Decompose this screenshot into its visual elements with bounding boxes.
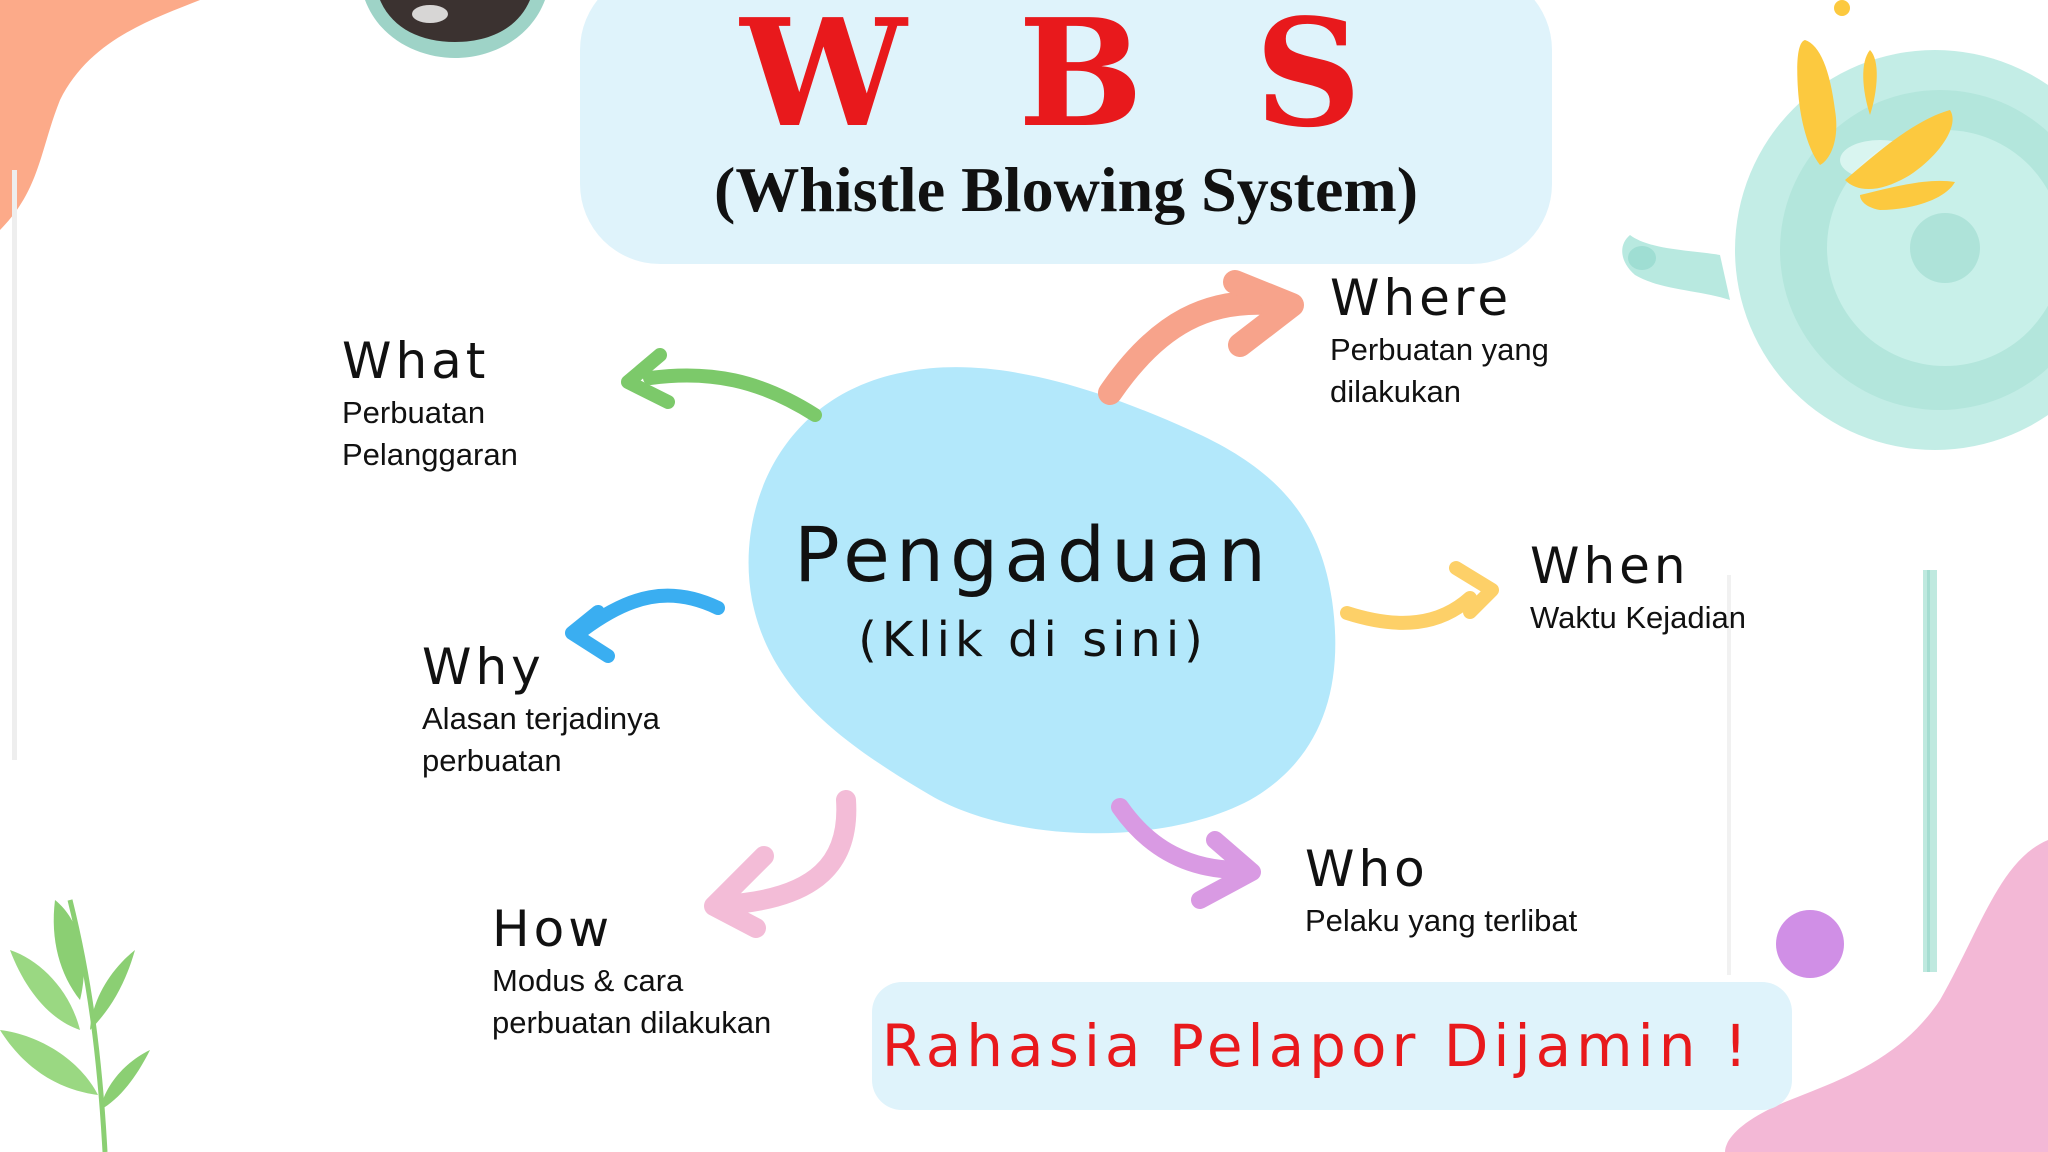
node-what-desc: Perbuatan Pelanggaran	[342, 395, 518, 472]
node-why: Why Alasan terjadinya perbuatan	[422, 636, 660, 782]
center-label[interactable]: Pengaduan (Klik di sini)	[748, 505, 1318, 675]
arrow-when	[1340, 561, 1499, 630]
purple-dot-decoration	[1776, 910, 1844, 978]
page-title: W B S	[740, 0, 1392, 160]
node-when: When Waktu Kejadian	[1530, 535, 1746, 639]
title-box	[580, 0, 1552, 264]
node-who-desc: Pelaku yang terlibat	[1305, 903, 1578, 938]
footer-box	[872, 982, 1792, 1110]
center-subtitle: (Klik di sini)	[858, 612, 1208, 668]
yellow-splash-decoration	[1797, 0, 1955, 210]
arrow-why	[565, 588, 725, 663]
node-where-label: Where	[1330, 269, 1513, 327]
node-where: Where Perbuatan yang dilakukan	[1330, 267, 1549, 413]
node-why-label: Why	[422, 638, 545, 696]
left-line-decoration	[12, 170, 17, 760]
node-how-desc: Modus & cara perbuatan dilakukan	[492, 963, 772, 1040]
pink-blob-decoration	[1725, 840, 2048, 1152]
node-when-desc: Waktu Kejadian	[1530, 600, 1746, 635]
node-when-label: When	[1530, 537, 1690, 595]
center-blob[interactable]	[748, 367, 1336, 834]
page-subtitle: (Whistle Blowing System)	[714, 154, 1418, 225]
node-how-label: How	[492, 900, 614, 958]
thin-line-decoration	[1727, 575, 1731, 975]
node-who: Who Pelaku yang terlibat	[1305, 838, 1577, 942]
plant-decoration	[0, 899, 150, 1152]
node-what: What Perbuatan Pelanggaran	[342, 330, 518, 476]
footer-text: Rahasia Pelapor Dijamin !	[881, 1012, 1753, 1080]
center-title: Pengaduan	[793, 510, 1272, 599]
node-where-desc: Perbuatan yang dilakukan	[1330, 332, 1549, 409]
node-who-label: Who	[1305, 840, 1429, 898]
arrow-how	[704, 790, 857, 938]
arrow-what	[621, 348, 822, 422]
orange-blob-decoration	[0, 0, 200, 230]
arrow-where	[1098, 270, 1304, 405]
node-what-label: What	[342, 332, 490, 390]
node-why-desc: Alasan terjadinya perbuatan	[422, 701, 660, 778]
arrow-who	[1111, 798, 1261, 909]
node-how: How Modus & cara perbuatan dilakukan	[492, 898, 771, 1044]
coffee-cup-decoration	[365, 0, 545, 58]
